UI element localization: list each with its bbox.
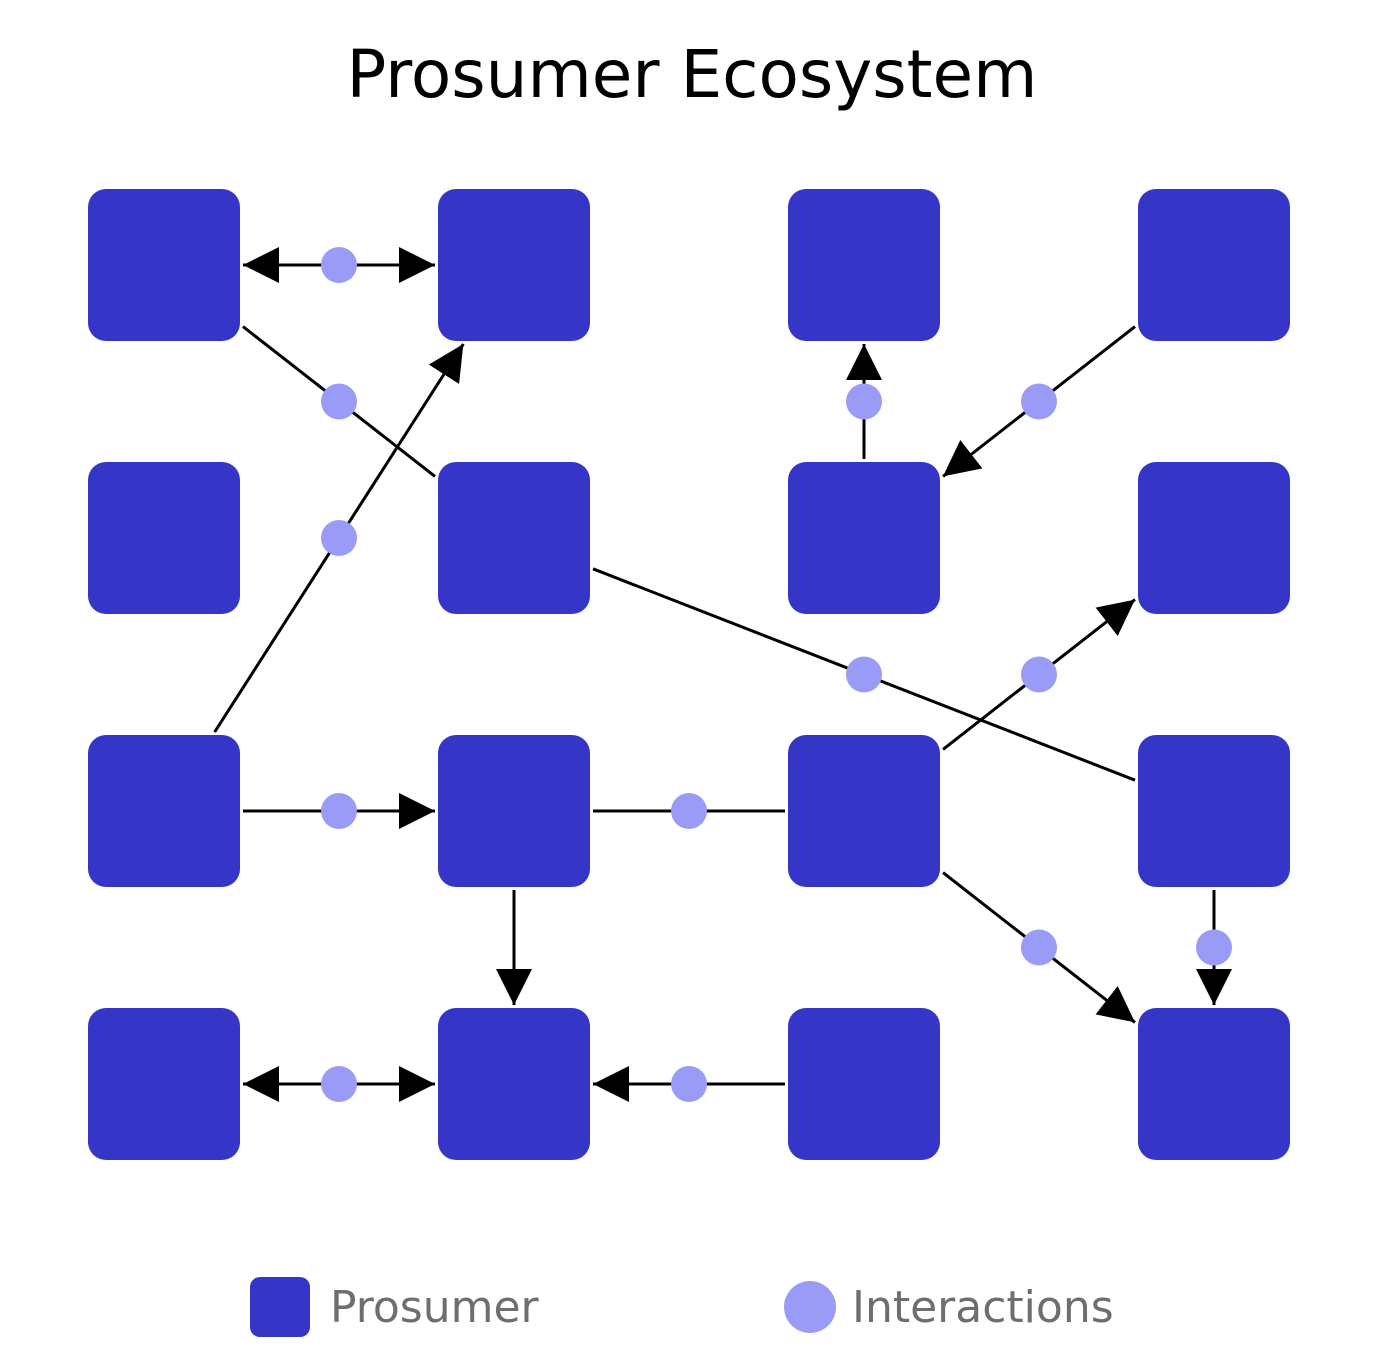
prosumer-node	[1138, 735, 1290, 887]
prosumer-node	[1138, 1008, 1290, 1160]
connections-layer	[213, 247, 1232, 1102]
interaction-dot	[846, 383, 882, 420]
interaction-dot	[671, 793, 707, 829]
prosumer-node	[88, 1008, 240, 1160]
interaction-dot	[1196, 929, 1232, 966]
legend-interactions: Interactions	[784, 1276, 1114, 1338]
interaction-legend-label: Interactions	[852, 1281, 1114, 1333]
interaction-dot	[321, 793, 357, 829]
interaction-dot	[1021, 929, 1057, 966]
prosumer-nodes-layer	[88, 189, 1290, 1160]
prosumer-node	[788, 735, 940, 887]
interaction-dots-layer	[321, 247, 1232, 1102]
interaction-dot	[1021, 656, 1057, 693]
interaction-dot	[846, 656, 882, 693]
prosumer-node	[88, 735, 240, 887]
prosumer-node	[88, 189, 240, 341]
interaction-dot	[671, 1066, 707, 1102]
prosumer-node	[438, 735, 590, 887]
interaction-dot	[321, 1066, 357, 1102]
prosumer-legend-swatch	[250, 1277, 310, 1337]
prosumer-node	[1138, 462, 1290, 614]
prosumer-node	[438, 1008, 590, 1160]
prosumer-node	[1138, 189, 1290, 341]
interaction-dot	[1021, 383, 1057, 420]
legend-prosumer: Prosumer	[250, 1276, 539, 1338]
prosumer-legend-label: Prosumer	[330, 1281, 539, 1333]
prosumer-node	[788, 189, 940, 341]
interaction-dot	[321, 383, 357, 420]
prosumer-node	[88, 462, 240, 614]
interaction-dot	[321, 247, 357, 283]
prosumer-node	[438, 189, 590, 341]
interaction-dot	[321, 520, 357, 556]
prosumer-node	[788, 1008, 940, 1160]
page-title: Prosumer Ecosystem	[346, 36, 1038, 113]
prosumer-node	[438, 462, 590, 614]
prosumer-node	[788, 462, 940, 614]
interaction-legend-swatch	[784, 1281, 836, 1333]
